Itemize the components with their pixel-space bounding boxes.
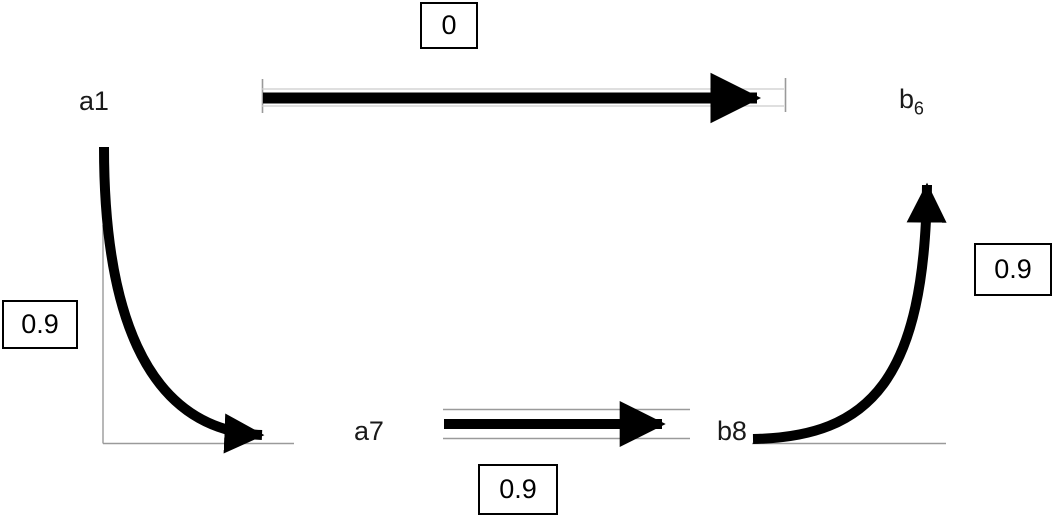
node-label-b6-subscript: 6 (913, 98, 924, 119)
node-label-b8: b8 (717, 416, 747, 446)
node-label-b6: b6 (899, 84, 924, 119)
node-label-a1: a1 (79, 86, 109, 116)
edge-weight-box-bottom: 0.9 (478, 464, 558, 515)
edge-weight-box-left: 0.9 (2, 300, 78, 349)
edge-b8-to-b6 (752, 182, 947, 444)
node-label-a7: a7 (354, 416, 384, 446)
node-label-b6-base: b (899, 84, 914, 114)
edge-a1-to-a7 (99, 146, 265, 454)
edge-weight-box-top: 0 (420, 2, 478, 49)
edge-weight-box-right: 0.9 (974, 243, 1052, 296)
